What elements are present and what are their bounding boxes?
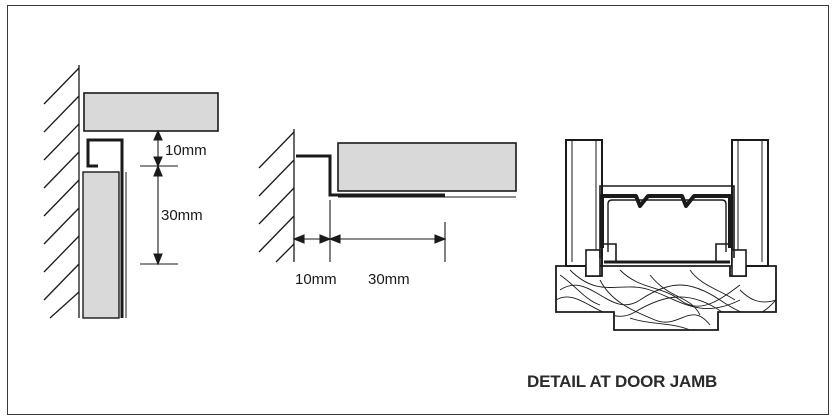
caption-door-jamb: DETAIL AT DOOR JAMB — [527, 372, 718, 391]
left-detail: 10mm 30mm — [43, 65, 219, 319]
dimension-label-gap-middle: 10mm — [295, 271, 337, 288]
dimension-label-overlap-left: 30mm — [161, 207, 203, 224]
ceiling-panel-left — [83, 92, 219, 132]
angle-profile-left — [86, 138, 124, 318]
dimension-lines-middle — [292, 200, 447, 262]
middle-detail: 10mm 30mm — [258, 129, 517, 288]
angle-profile-middle — [296, 154, 445, 197]
dimension-label-overlap-middle: 30mm — [368, 271, 410, 288]
left-stile — [565, 139, 603, 277]
door-jamb-detail — [555, 139, 777, 331]
wall-hatch-left — [43, 65, 80, 319]
wall-panel-left — [82, 171, 120, 319]
jamb-profile — [599, 185, 735, 264]
dimension-label-gap-left: 10mm — [165, 142, 207, 159]
ceiling-panel-middle — [337, 142, 517, 192]
right-stile — [731, 139, 769, 277]
dimension-lines-left — [140, 129, 178, 266]
drawing-frame — [7, 5, 829, 415]
wall-hatch-middle — [258, 129, 295, 263]
